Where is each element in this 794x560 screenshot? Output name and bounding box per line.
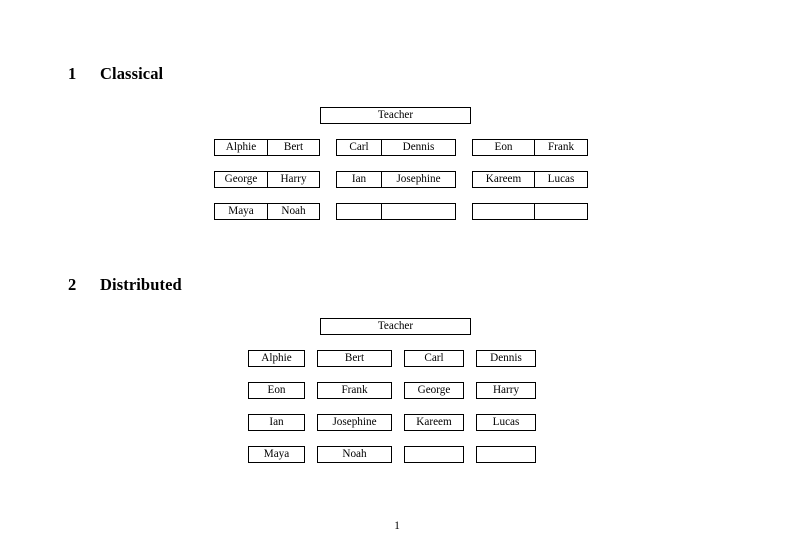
- student-box: George: [404, 382, 464, 399]
- classical-group-2: Carl Dennis Ian Josephine: [336, 139, 456, 220]
- student-cell: Noah: [267, 204, 319, 219]
- distributed-column-4: Dennis Harry Lucas: [476, 350, 536, 463]
- student-cell: Dennis: [381, 140, 455, 155]
- distributed-column-1: Alphie Eon Ian Maya: [248, 350, 305, 463]
- student-box: Lucas: [476, 414, 536, 431]
- student-box: Frank: [317, 382, 392, 399]
- student-box: Carl: [404, 350, 464, 367]
- section-number-classical: 1: [68, 64, 77, 83]
- section-title-classical: Classical: [100, 64, 164, 83]
- student-cell: Carl: [349, 141, 369, 153]
- student-box: Josephine: [317, 414, 392, 431]
- student-box: Noah: [317, 446, 392, 463]
- student-box-empty: [476, 446, 536, 463]
- student-cell-empty: [381, 204, 455, 219]
- student-box: Harry: [476, 382, 536, 399]
- student-box: Dennis: [476, 350, 536, 367]
- student-cell: Alphie: [225, 141, 257, 153]
- student-box: Alphie: [248, 350, 305, 367]
- student-cell: Frank: [534, 140, 587, 155]
- student-cell-empty: [473, 204, 534, 219]
- page-number: 1: [394, 520, 400, 532]
- distributed-column-3: Carl George Kareem: [404, 350, 464, 463]
- classical-group-1: Alphie Bert George Harry Maya Noah: [214, 139, 320, 220]
- student-box-empty: [404, 446, 464, 463]
- table-row: Alphie Bert: [214, 139, 320, 156]
- table-row: Carl Dennis: [336, 139, 456, 156]
- student-cell: Maya: [228, 205, 254, 217]
- section-heading-classical: 1 Classical: [68, 64, 164, 83]
- student-box: Bert: [317, 350, 392, 367]
- table-row-empty: [336, 203, 456, 220]
- student-cell: George: [224, 173, 258, 185]
- student-cell: Eon: [494, 141, 513, 153]
- student-cell: Lucas: [534, 172, 587, 187]
- student-box: Maya: [248, 446, 305, 463]
- student-cell: Bert: [267, 140, 319, 155]
- section-heading-distributed: 2 Distributed: [68, 275, 182, 294]
- student-box: Eon: [248, 382, 305, 399]
- table-row: Maya Noah: [214, 203, 320, 220]
- student-cell-empty: [534, 204, 587, 219]
- distributed-student-grid: Alphie Eon Ian Maya Bert Frank Josephine…: [248, 350, 536, 463]
- student-cell: Ian: [351, 173, 367, 185]
- section-number-distributed: 2: [68, 275, 77, 294]
- student-cell: Kareem: [485, 173, 522, 185]
- classical-group-3: Eon Frank Kareem Lucas: [472, 139, 588, 220]
- classical-student-groups: Alphie Bert George Harry Maya Noah Carl …: [214, 139, 588, 220]
- table-row-empty: [472, 203, 588, 220]
- table-row: Ian Josephine: [336, 171, 456, 188]
- student-cell: Harry: [267, 172, 319, 187]
- classical-teacher-box: Teacher: [320, 107, 471, 124]
- student-cell: Josephine: [381, 172, 455, 187]
- table-row: Kareem Lucas: [472, 171, 588, 188]
- student-box: Ian: [248, 414, 305, 431]
- distributed-column-2: Bert Frank Josephine Noah: [317, 350, 392, 463]
- student-cell-empty: [337, 204, 381, 219]
- table-row: George Harry: [214, 171, 320, 188]
- student-box: Kareem: [404, 414, 464, 431]
- section-title-distributed: Distributed: [100, 275, 182, 294]
- table-row: Eon Frank: [472, 139, 588, 156]
- distributed-teacher-box: Teacher: [320, 318, 471, 335]
